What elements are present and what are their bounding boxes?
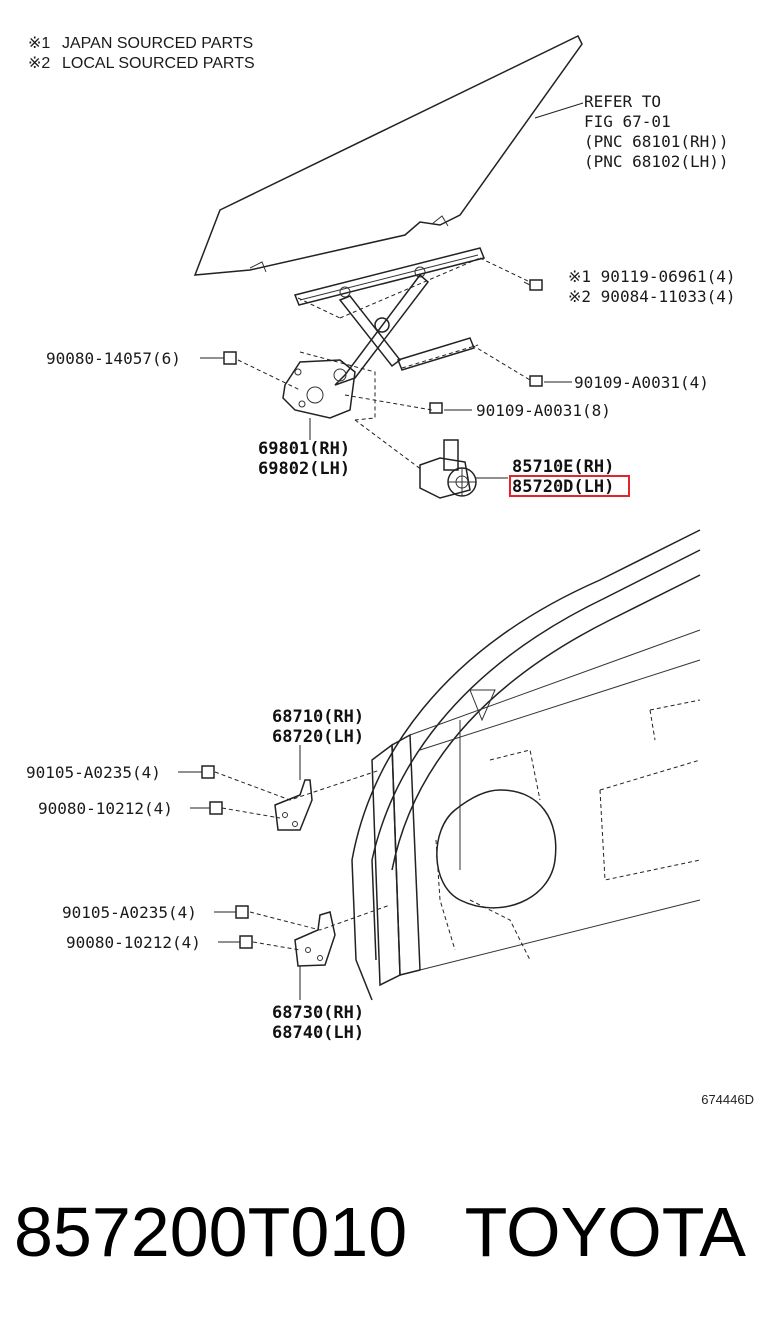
upper-hinge-lh-label: 68720(LH) <box>272 727 364 747</box>
door-body <box>351 529 701 1001</box>
refer-fig-label: FIG 67-01 <box>584 112 671 131</box>
lower-hinge-lh-label: 68740(LH) <box>272 1023 364 1043</box>
upper-hinge-rh-label: 68710(RH) <box>272 707 364 727</box>
motor-rh-label: 85710E(RH) <box>512 457 614 477</box>
motor-lh-label: 85720D(LH) <box>512 477 614 497</box>
footer-part-number: 857200T010 <box>14 1193 407 1271</box>
bolt-90119-icon <box>523 279 543 291</box>
upper-hinge <box>274 779 313 831</box>
lower-bolt-a-icon <box>235 905 249 919</box>
lower-hinge <box>294 911 336 967</box>
regulator-rh-label: 69801(RH) <box>258 439 350 459</box>
rail-dashed-2 <box>479 257 531 283</box>
refer-to-label: REFER TO <box>584 92 661 111</box>
regulator-lh-label: 69802(LH) <box>258 459 350 479</box>
bolt-90119-label: ※1 90119-06961(4) <box>568 267 736 286</box>
base-dashed-1 <box>237 359 301 391</box>
lower-hinge-rh-label: 68730(RH) <box>272 1003 364 1023</box>
regulator-hidden-outline <box>299 351 376 421</box>
refer-leader <box>534 102 584 119</box>
bolt-90109-8-label: 90109-A0031(8) <box>476 401 611 420</box>
bolt-90084-label: ※2 90084-11033(4) <box>568 287 736 306</box>
figure-code: 674446D <box>701 1092 754 1107</box>
note-japan-sourced: JAPAN SOURCED PARTS <box>62 35 253 52</box>
lower-hinge-dashed-2 <box>252 941 301 951</box>
lower-bolt-b-label: 90080-10212(4) <box>66 933 201 952</box>
rail-dashed-1 <box>297 257 481 319</box>
bolt-90109-4-label: 90109-A0031(4) <box>574 373 709 392</box>
regulator-upper-rail <box>293 247 486 306</box>
regulator-lower-rail <box>397 337 475 371</box>
bolt-90080-14057-icon <box>223 351 237 365</box>
upper-hinge-dashed-2 <box>221 807 281 819</box>
upper-hinge-dashed-1 <box>214 769 381 801</box>
footer-brand: TOYOTA <box>465 1193 747 1271</box>
note-local-mark: ※2 <box>28 55 50 72</box>
upper-bolt-a-label: 90105-A0235(4) <box>26 763 161 782</box>
regulator-base <box>282 359 356 419</box>
lower-hinge-dashed-1 <box>249 904 391 931</box>
bolt-90109-rail-icon <box>529 375 543 387</box>
upper-bolt-b-label: 90080-10212(4) <box>38 799 173 818</box>
bolt-90080-14057-label: 90080-14057(6) <box>46 349 181 368</box>
upper-bolt-b-icon <box>209 801 223 815</box>
door-glass <box>193 35 583 276</box>
note-local-sourced: LOCAL SOURCED PARTS <box>62 55 255 72</box>
base-dashed-2 <box>344 394 433 411</box>
upper-bolt-a-icon <box>201 765 215 779</box>
note-japan-mark: ※1 <box>28 35 50 52</box>
motor-lh-highlight <box>509 475 630 497</box>
lower-bolt-b-icon <box>239 935 253 949</box>
refer-pnc-lh-label: (PNC 68102(LH)) <box>584 152 729 171</box>
rail-dashed-3 <box>471 344 531 381</box>
refer-pnc-rh-label: (PNC 68101(RH)) <box>584 132 729 151</box>
lower-bolt-a-label: 90105-A0235(4) <box>62 903 197 922</box>
window-motor <box>419 439 477 499</box>
motor-dashed <box>354 419 423 471</box>
regulator-arms <box>334 273 430 386</box>
bolt-90109-base-icon <box>429 402 443 414</box>
rail-dashed-4 <box>401 344 479 369</box>
